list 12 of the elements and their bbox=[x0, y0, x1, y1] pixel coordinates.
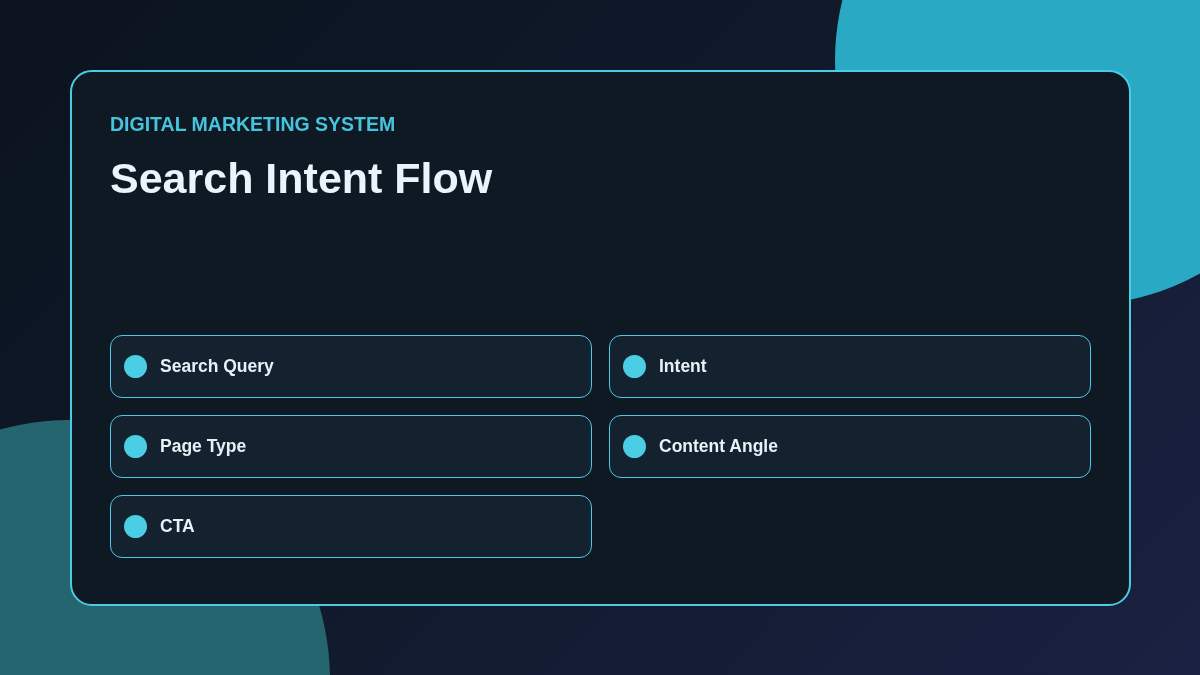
step-label: CTA bbox=[160, 515, 195, 538]
step-label: Content Angle bbox=[659, 435, 778, 458]
step-label: Intent bbox=[659, 355, 707, 378]
step-card bbox=[110, 415, 592, 478]
title: Search Intent Flow bbox=[110, 153, 493, 204]
step-label: Page Type bbox=[160, 435, 247, 458]
step-card bbox=[110, 495, 592, 558]
step-label: Search Query bbox=[160, 355, 274, 378]
step-card bbox=[609, 415, 1091, 478]
eyebrow-label: DIGITAL MARKETING SYSTEM bbox=[110, 112, 396, 137]
step-card bbox=[110, 335, 592, 398]
step-card bbox=[609, 335, 1091, 398]
